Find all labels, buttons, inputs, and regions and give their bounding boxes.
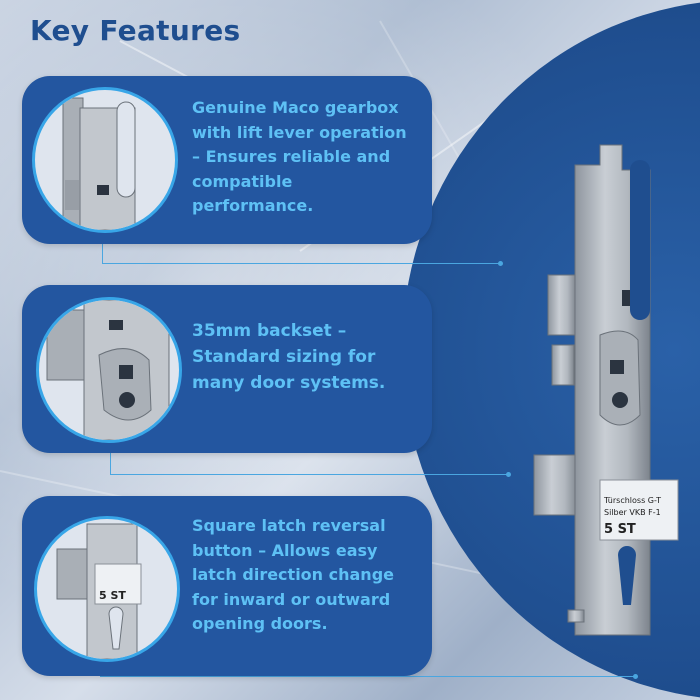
gearbox-thumbnail bbox=[32, 87, 178, 233]
connector-line bbox=[102, 263, 500, 264]
lock-label-line2: Silber VKB F-1 bbox=[604, 508, 661, 517]
feature-text-latch: Square latch reversal button – Allows ea… bbox=[192, 516, 394, 633]
backset-thumbnail bbox=[36, 297, 182, 443]
connector-dot bbox=[506, 472, 511, 477]
feature-card-latch: 5 ST Square latch reversal button – Allo… bbox=[22, 496, 432, 676]
hero-lock-image: Türschloss G-T Silber VKB F-1 5 ST bbox=[530, 135, 690, 655]
feature-card-backset: 35mm backset – Standard sizing for many … bbox=[22, 285, 432, 453]
connector-dot bbox=[633, 674, 638, 679]
feature-text-backset: 35mm backset – Standard sizing for many … bbox=[192, 321, 386, 393]
lock-label-line3: 5 ST bbox=[604, 522, 636, 537]
thumb-label: 5 ST bbox=[99, 589, 126, 602]
feature-text-gearbox: Genuine Maco gearbox with lift lever ope… bbox=[192, 98, 407, 215]
connector-line bbox=[100, 676, 635, 677]
latch-thumbnail: 5 ST bbox=[34, 516, 180, 662]
connector-line bbox=[102, 244, 103, 264]
feature-card-gearbox: Genuine Maco gearbox with lift lever ope… bbox=[22, 76, 432, 244]
connector-dot bbox=[498, 261, 503, 266]
connector-line bbox=[110, 474, 508, 475]
connector-line bbox=[110, 453, 111, 474]
lock-label-line1: Türschloss G-T bbox=[603, 496, 661, 505]
page-title: Key Features bbox=[30, 14, 241, 47]
